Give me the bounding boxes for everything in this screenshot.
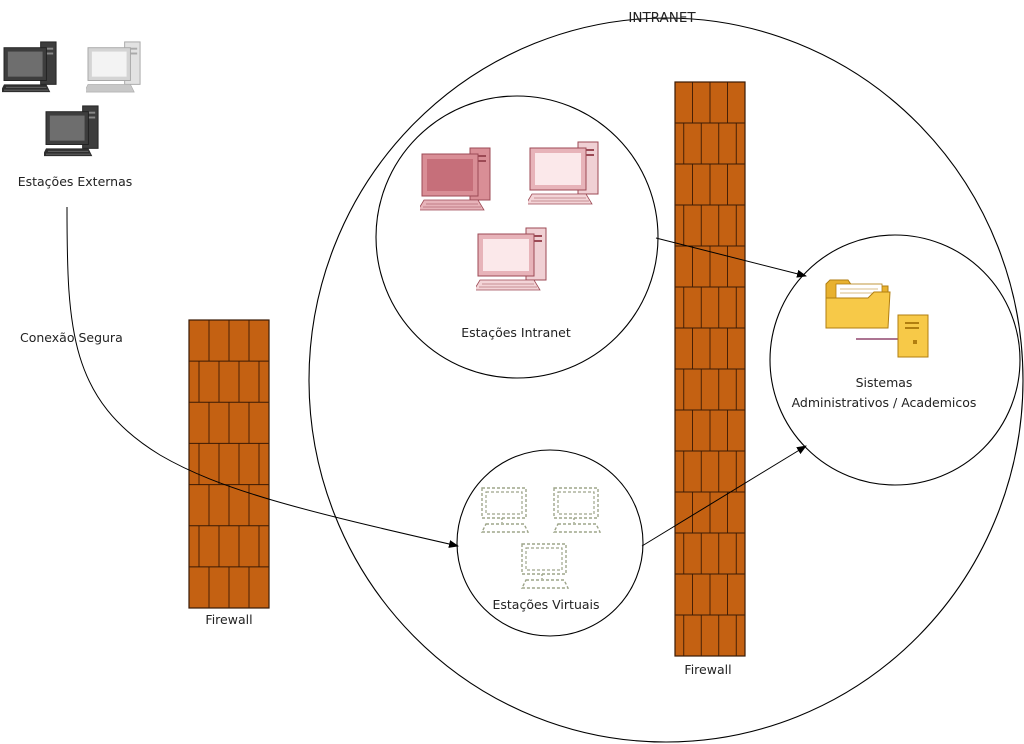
secure-connection-arrow [66,206,459,548]
folder-icon [825,279,891,329]
virtual-stations-label: Estações Virtuais [492,597,599,612]
intranet-label: INTRANET [628,10,696,26]
virtual-pc-icon [481,487,529,533]
firewall-right-label: Firewall [684,662,731,677]
intranet-stations-label: Estações Intranet [461,325,571,340]
firewall-body [188,319,270,609]
external-pc-icon [86,41,141,93]
intranet-pc-icon [420,147,491,211]
virtual-to-systems-arrow [641,445,807,547]
firewall-right [674,81,746,657]
server-icon [897,314,929,358]
virtual-pc-icon [521,543,569,589]
virtual-pc-icon [553,487,601,533]
firewall-left-label: Firewall [205,612,252,627]
intranet-to-systems-arrow [655,237,807,278]
intranet-pc-icon [476,227,547,291]
secure-connection-label: Conexão Segura [20,330,123,345]
external-pc-icon [2,41,57,93]
intranet-pc-icon [528,141,599,205]
external-pc-icon [44,105,99,157]
systems-label-line1: Sistemas [856,375,913,390]
external-stations-label: Estações Externas [18,174,133,189]
intranet-boundary [308,17,1024,743]
intranet-stations-group [375,95,659,379]
systems-group [769,234,1021,486]
systems-label-line2: Administrativos / Academicos [792,395,977,410]
firewall-left [188,319,270,609]
